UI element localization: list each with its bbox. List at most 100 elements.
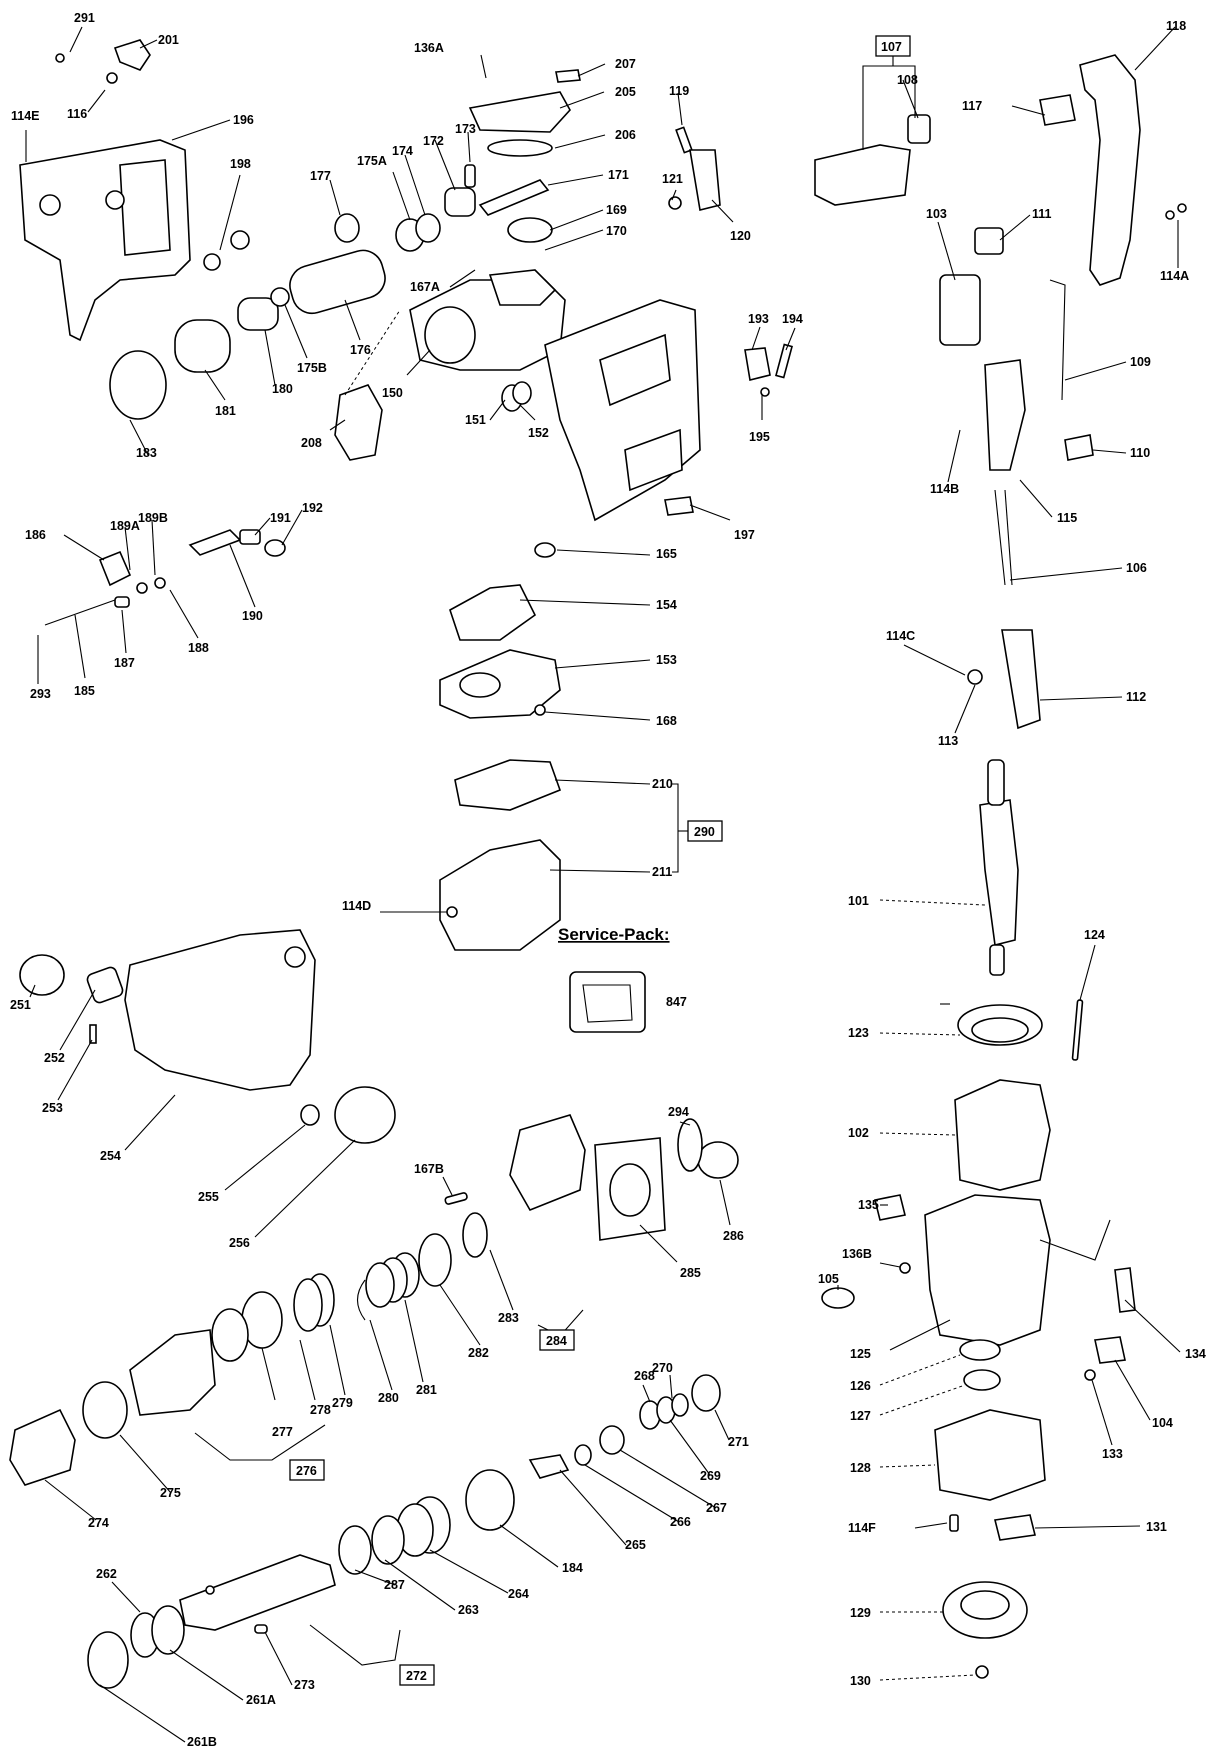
- callout-287: 287: [384, 1578, 405, 1592]
- callout-110: 110: [1130, 446, 1150, 460]
- callout-183: 183: [136, 446, 157, 460]
- callout-168: 168: [656, 714, 677, 728]
- callout-189A: 189A: [110, 519, 140, 533]
- callout-291: 291: [74, 11, 95, 25]
- callout-262: 262: [96, 1567, 117, 1581]
- callout-280: 280: [378, 1391, 399, 1405]
- callout-126: 126: [850, 1379, 871, 1393]
- callout-135: 135: [858, 1198, 879, 1212]
- callout-290: 290: [694, 825, 715, 839]
- callout-286: 286: [723, 1229, 744, 1243]
- callout-117: 117: [962, 99, 982, 113]
- callout-252: 252: [44, 1051, 65, 1065]
- callout-152: 152: [528, 426, 549, 440]
- callout-251: 251: [10, 998, 31, 1012]
- callout-133: 133: [1102, 1447, 1123, 1461]
- callout-114F: 114F: [848, 1521, 876, 1535]
- callout-186: 186: [25, 528, 46, 542]
- callout-278: 278: [310, 1403, 331, 1417]
- callout-104: 104: [1152, 1416, 1173, 1430]
- callout-285: 285: [680, 1266, 701, 1280]
- callout-261A: 261A: [246, 1693, 276, 1707]
- callout-150: 150: [382, 386, 403, 400]
- callout-114C: 114C: [886, 629, 915, 643]
- callout-268: 268: [634, 1369, 655, 1383]
- callout-124: 124: [1084, 928, 1105, 942]
- callout-273: 273: [294, 1678, 315, 1692]
- callout-115: 115: [1057, 511, 1077, 525]
- callout-195: 195: [749, 430, 770, 444]
- callout-190: 190: [242, 609, 263, 623]
- callout-187: 187: [114, 656, 135, 670]
- callout-263: 263: [458, 1603, 479, 1617]
- callout-116: 116: [67, 107, 87, 121]
- callout-128: 128: [850, 1461, 871, 1475]
- callout-211: 211: [652, 865, 672, 879]
- callout-175A: 175A: [357, 154, 387, 168]
- callout-294: 294: [668, 1105, 689, 1119]
- callout-134: 134: [1185, 1347, 1206, 1361]
- callout-180: 180: [272, 382, 293, 396]
- callout-189B: 189B: [138, 511, 168, 525]
- callout-191: 191: [270, 511, 291, 525]
- callout-193: 193: [748, 312, 769, 326]
- callout-136A: 136A: [414, 41, 444, 55]
- callout-119: 119: [669, 84, 689, 98]
- callout-264: 264: [508, 1587, 529, 1601]
- callout-112: 112: [1126, 690, 1146, 704]
- callout-136B: 136B: [842, 1247, 872, 1261]
- callout-101: 101: [848, 894, 869, 908]
- callout-279: 279: [332, 1396, 353, 1410]
- callout-275: 275: [160, 1486, 181, 1500]
- callout-177: 177: [310, 169, 331, 183]
- callout-120: 120: [730, 229, 751, 243]
- callout-121: 121: [662, 172, 683, 186]
- callout-274: 274: [88, 1516, 109, 1530]
- callout-118: 118: [1166, 19, 1186, 33]
- callout-256: 256: [229, 1236, 250, 1250]
- callout-201: 201: [158, 33, 179, 47]
- callout-265: 265: [625, 1538, 646, 1552]
- callout-176: 176: [350, 343, 371, 357]
- callout-151: 151: [465, 413, 486, 427]
- callout-192: 192: [302, 501, 323, 515]
- callout-277: 277: [272, 1425, 293, 1439]
- callout-254: 254: [100, 1149, 121, 1163]
- callout-113: 113: [938, 734, 958, 748]
- callout-272: 272: [406, 1669, 427, 1683]
- callout-194: 194: [782, 312, 803, 326]
- callout-labels: 291 201 116 114E 196 198 183 181 180 175…: [10, 11, 1206, 1749]
- callout-282: 282: [468, 1346, 489, 1360]
- callout-114E: 114E: [11, 109, 40, 123]
- callout-267: 267: [706, 1501, 727, 1515]
- callout-197: 197: [734, 528, 755, 542]
- callout-207: 207: [615, 57, 636, 71]
- callout-114B: 114B: [930, 482, 959, 496]
- callout-107: 107: [881, 40, 902, 54]
- callout-205: 205: [615, 85, 636, 99]
- callout-196: 196: [233, 113, 254, 127]
- callout-171: 171: [608, 168, 629, 182]
- callout-167A: 167A: [410, 280, 440, 294]
- callout-125: 125: [850, 1347, 871, 1361]
- callout-114D: 114D: [342, 899, 371, 913]
- callout-188: 188: [188, 641, 209, 655]
- callout-153: 153: [656, 653, 677, 667]
- callout-109: 109: [1130, 355, 1151, 369]
- callout-293: 293: [30, 687, 51, 701]
- callout-281: 281: [416, 1383, 437, 1397]
- callout-284: 284: [546, 1334, 567, 1348]
- callout-283: 283: [498, 1311, 519, 1325]
- callout-105: 105: [818, 1272, 839, 1286]
- callout-253: 253: [42, 1101, 63, 1115]
- callout-198: 198: [230, 157, 251, 171]
- callout-127: 127: [850, 1409, 871, 1423]
- callout-102: 102: [848, 1126, 869, 1140]
- callout-106: 106: [1126, 561, 1147, 575]
- callout-123: 123: [848, 1026, 869, 1040]
- callout-206: 206: [615, 128, 636, 142]
- callout-210: 210: [652, 777, 673, 791]
- callout-111: 111: [1032, 207, 1052, 221]
- callout-131: 131: [1146, 1520, 1167, 1534]
